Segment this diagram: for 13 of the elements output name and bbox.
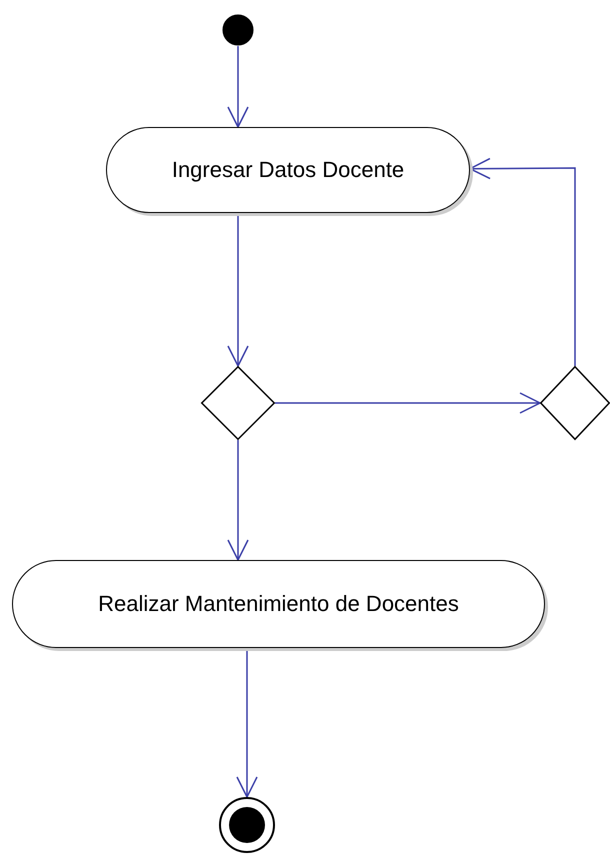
decision-diamond [540,366,610,440]
arrow [275,392,541,414]
arrow [236,648,258,798]
action-box [12,560,545,648]
end-node [219,797,275,853]
action-box [106,127,470,213]
arrow [227,440,249,561]
action-label: Ingresar Datos Docente [172,157,404,183]
action-label: Realizar Mantenimiento de Docentes [98,591,459,617]
arrow [227,213,249,367]
start-node [222,14,254,46]
decision-diamond [201,366,275,440]
arrow [227,46,249,128]
